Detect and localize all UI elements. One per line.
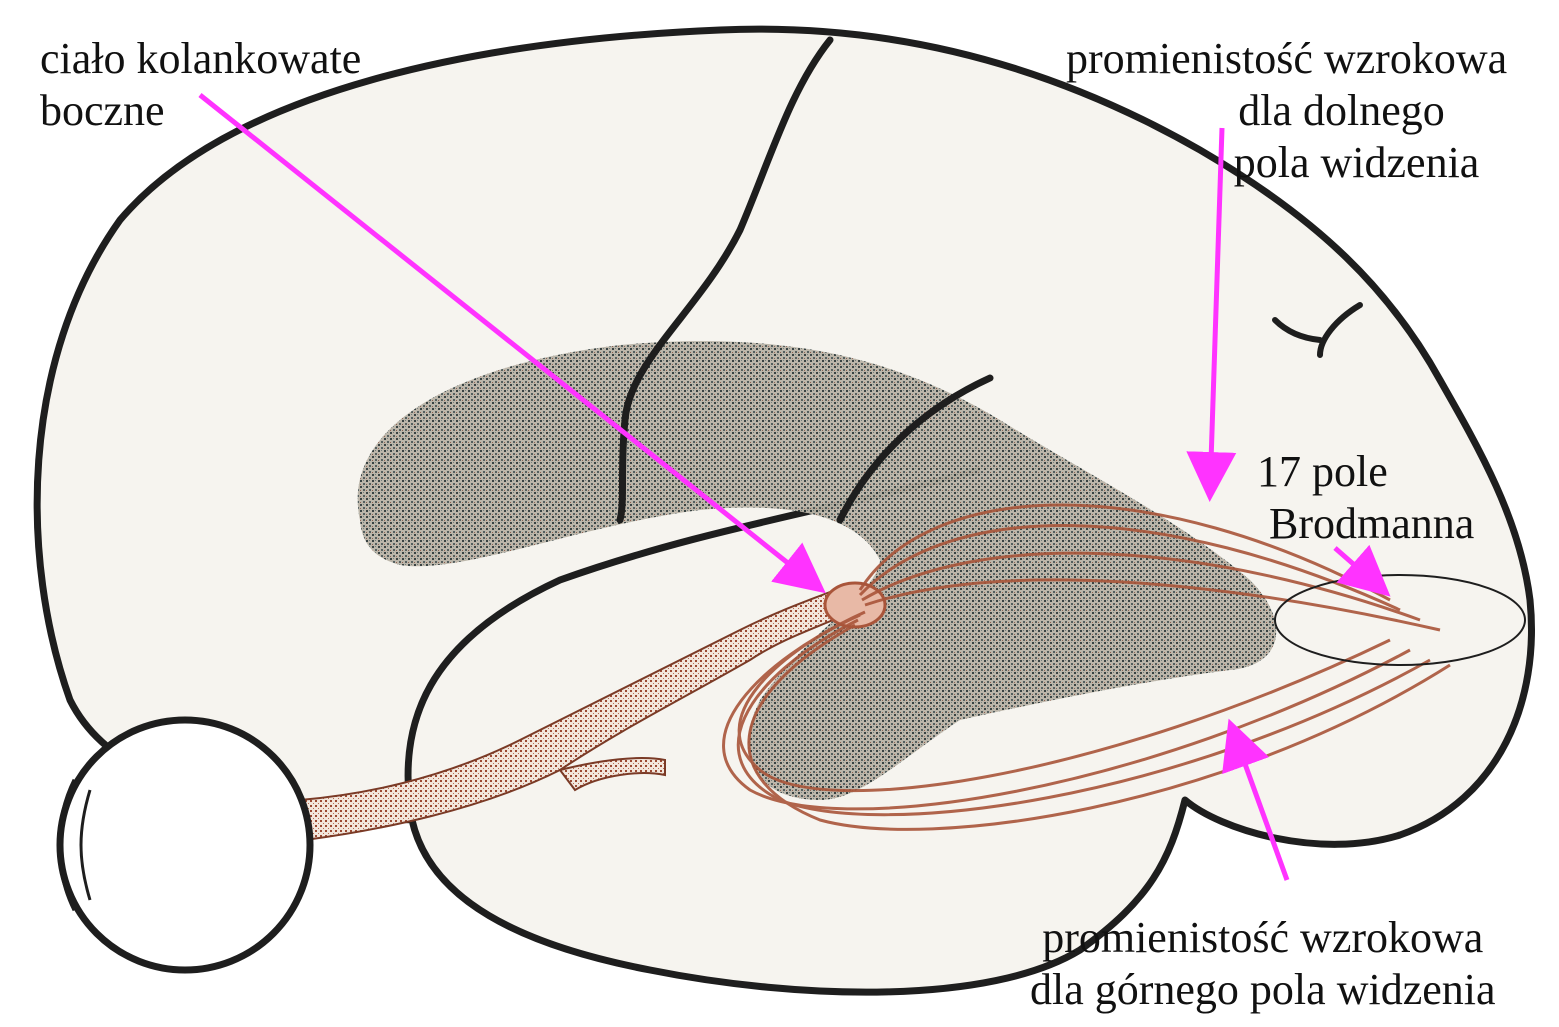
label-area17-line-1: 17 pole (1257, 446, 1474, 498)
label-lower-radiation-line-2: dla górnego pola widzenia (1030, 964, 1496, 1016)
label-lower-optic-radiation: promienistość wzrokowa dla górnego pola … (1030, 912, 1496, 1016)
label-lgn-line-1: ciało kolankowate (40, 33, 361, 85)
label-upper-radiation-line-2: dla dolnego (1066, 85, 1507, 137)
label-lgn-line-2: boczne (40, 85, 361, 137)
eyeball (60, 720, 310, 970)
label-lateral-geniculate-body: ciało kolankowate boczne (40, 33, 361, 137)
label-upper-optic-radiation: promienistość wzrokowa dla dolnego pola … (1066, 33, 1507, 189)
label-brodmann-area-17: 17 pole Brodmanna (1257, 446, 1474, 550)
label-upper-radiation-line-3: pola widzenia (1066, 137, 1507, 189)
label-upper-radiation-line-1: promienistość wzrokowa (1066, 33, 1507, 85)
label-area17-line-2: Brodmanna (1257, 498, 1474, 550)
label-lower-radiation-line-1: promienistość wzrokowa (1030, 912, 1496, 964)
